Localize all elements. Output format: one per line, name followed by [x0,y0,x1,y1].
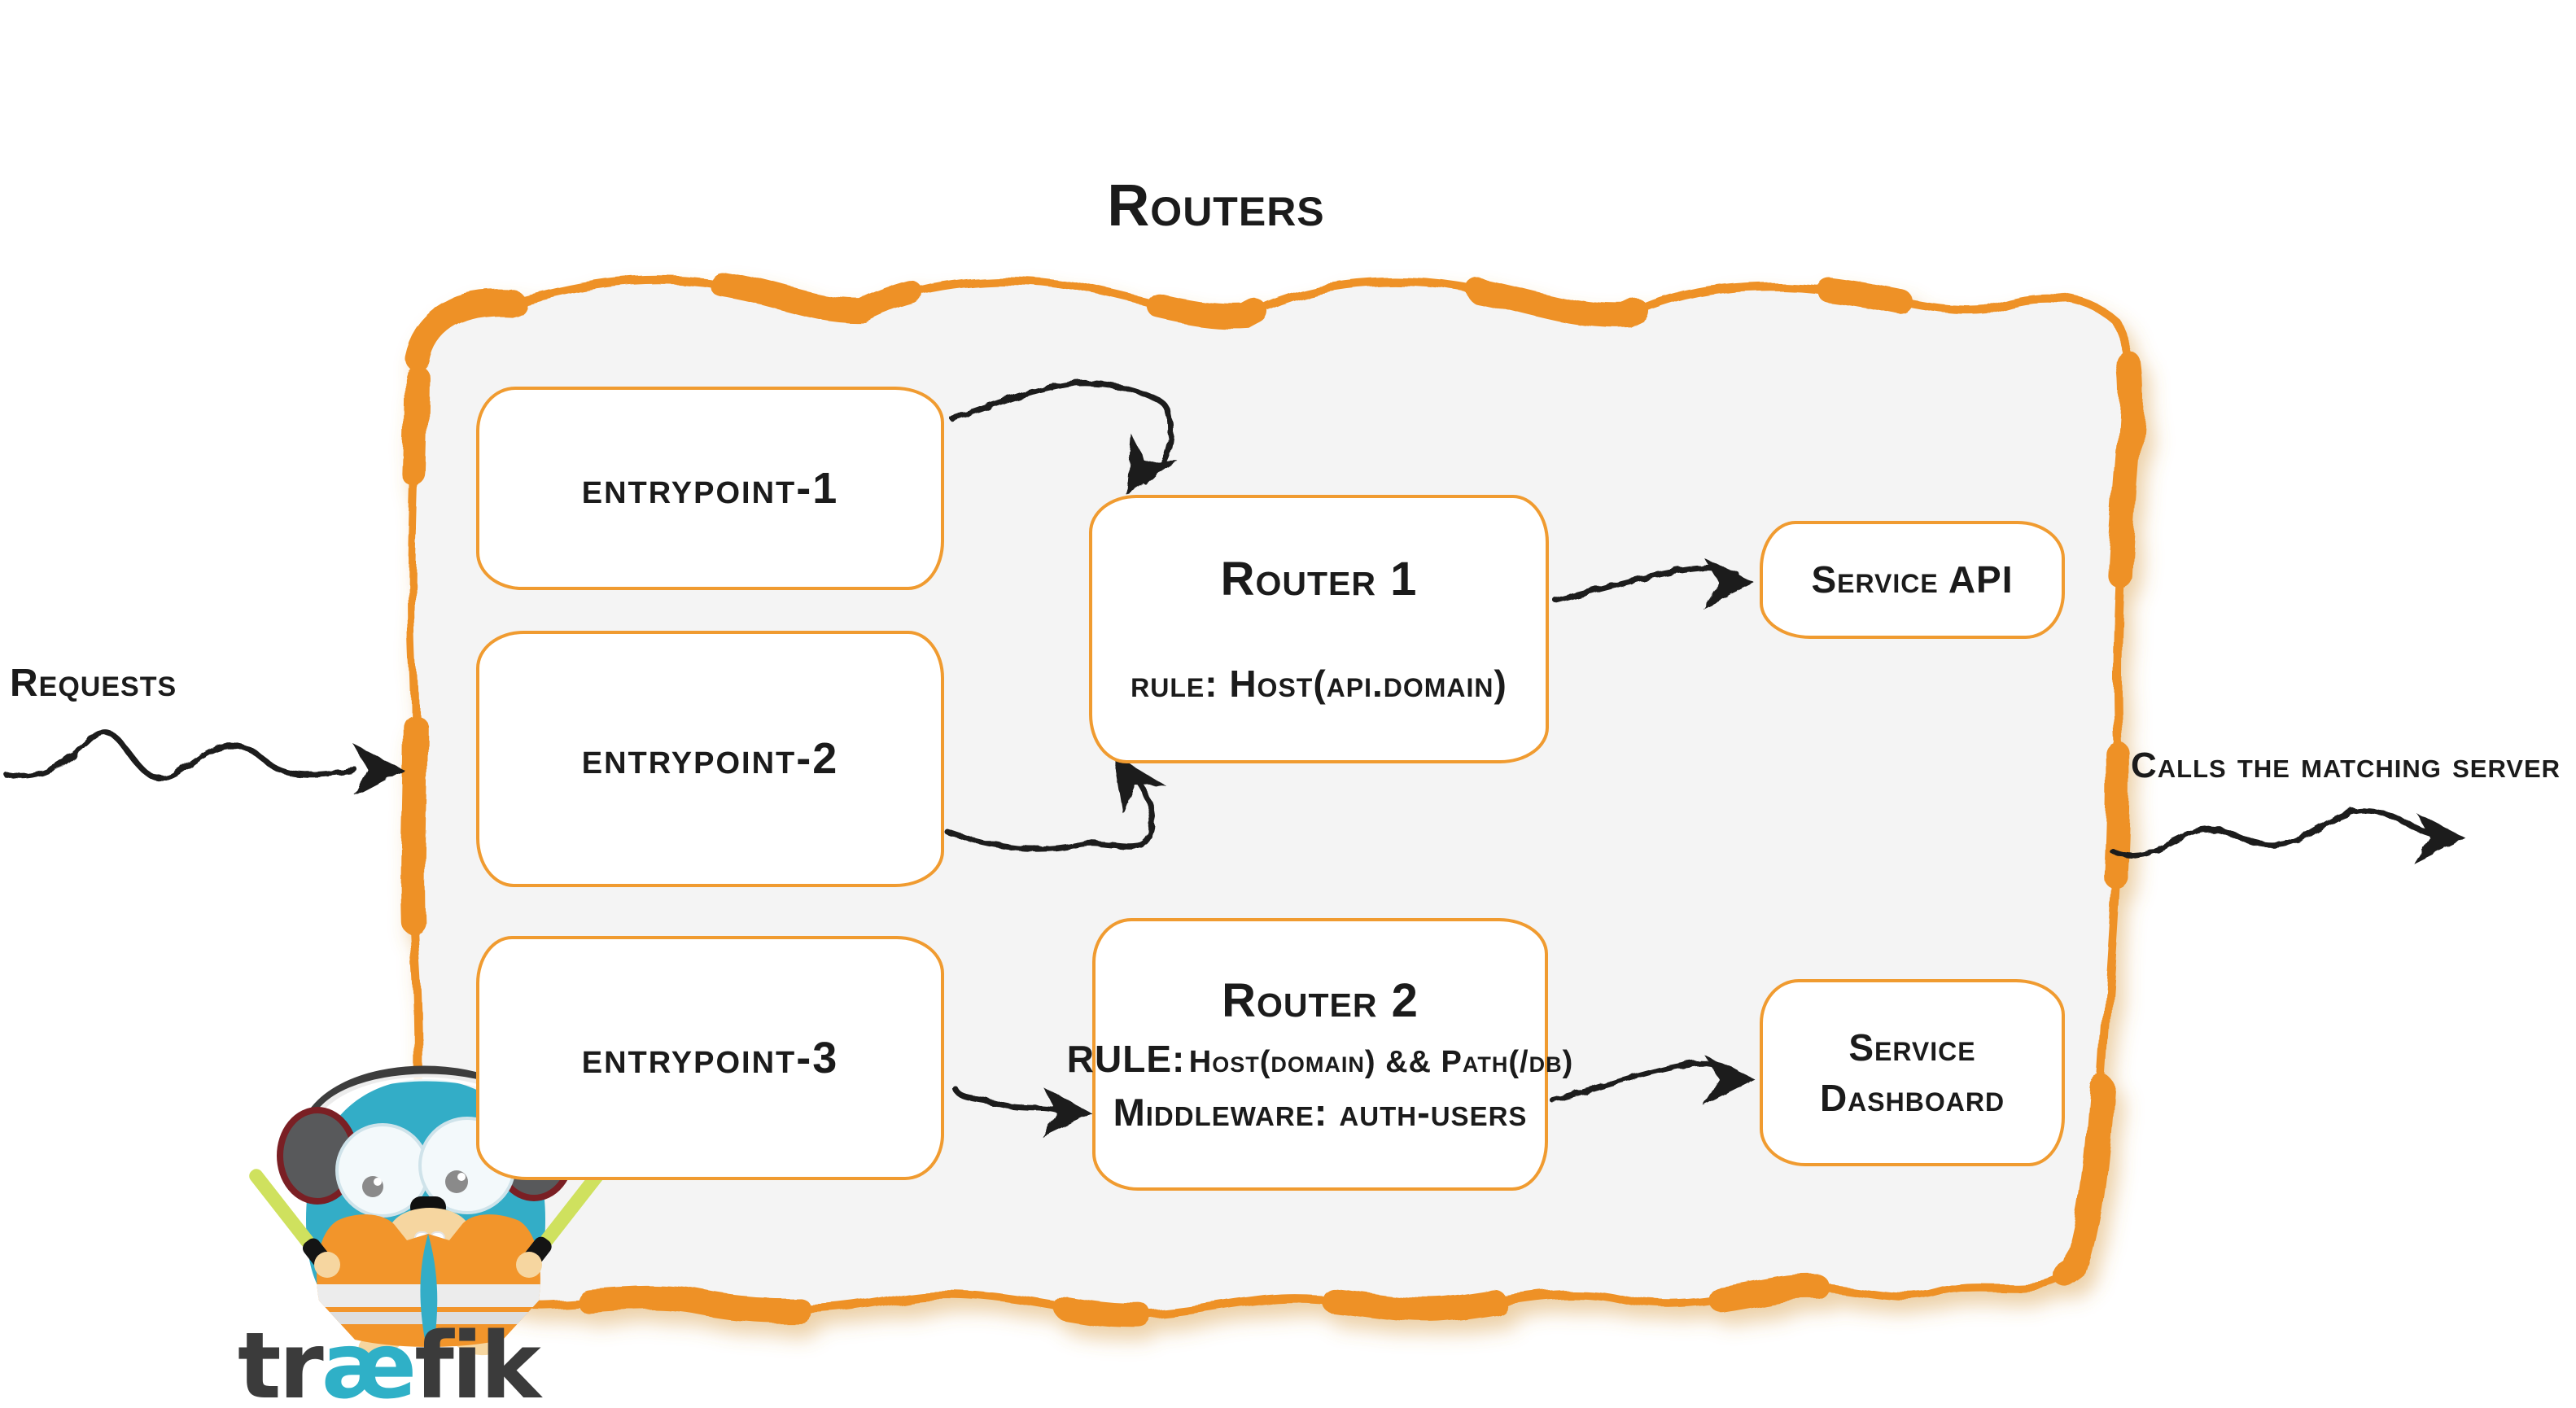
arrow-requests-in [3,729,405,796]
router-2-middleware: Middleware: auth-users [1113,1091,1528,1135]
router-2-rule-label: RULE: [1066,1038,1186,1081]
router-1-name: Router 1 [1220,553,1418,606]
arrow-router2-to-service-dashboard [1550,1055,1755,1105]
arrow-entrypoint2-to-router1 [944,754,1166,852]
wordmark-ae: æ [321,1314,417,1408]
router-1-rule: rule: Host(api.domain) [1131,662,1507,705]
vest-chest-gap [420,1234,438,1340]
wordmark-tr: tr [238,1314,324,1408]
gopher-hand-right [516,1252,542,1278]
service-api-box: Service API [1760,521,2065,639]
calls-matching-server-label: Calls the matching server [2131,746,2561,785]
requests-label: Requests [10,662,177,705]
page-title: Routers [1107,173,1325,238]
service-dashboard-label: Service Dashboard [1819,1025,2005,1119]
service-api-label: Service API [1811,558,2014,601]
router-2-rule: RULE: Host(domain) && Path(/db) [1067,1038,1573,1081]
arrow-calls-out [2110,807,2466,864]
router-2-rule-text: Host(domain) && Path(/db) [1188,1045,1574,1080]
wordmark-fik: fik [414,1314,541,1408]
entrypoint-2-box: entrypoint-2 [476,631,944,887]
entrypoint-3-label: entrypoint-3 [581,1033,839,1082]
router-2-box: Router 2 RULE: Host(domain) && Path(/db)… [1067,918,1572,1191]
arrow-router1-to-service-api [1553,558,1755,609]
entrypoint-1-label: entrypoint-1 [581,463,839,513]
arrow-entrypoint1-to-router1 [949,379,1178,495]
router-2-name: Router 2 [1222,973,1419,1027]
arrow-entrypoint3-to-router2 [952,1086,1092,1138]
router-1-box: Router 1 rule: Host(api.domain) [1089,495,1549,763]
entrypoint-1-box: entrypoint-1 [476,387,944,590]
entrypoint-2-label: entrypoint-2 [581,734,839,784]
entrypoint-3-box: entrypoint-3 [476,936,944,1180]
service-dashboard-box: Service Dashboard [1760,979,2065,1166]
traefik-wordmark: træfik [238,1314,541,1408]
gopher-hand-left [314,1252,340,1278]
